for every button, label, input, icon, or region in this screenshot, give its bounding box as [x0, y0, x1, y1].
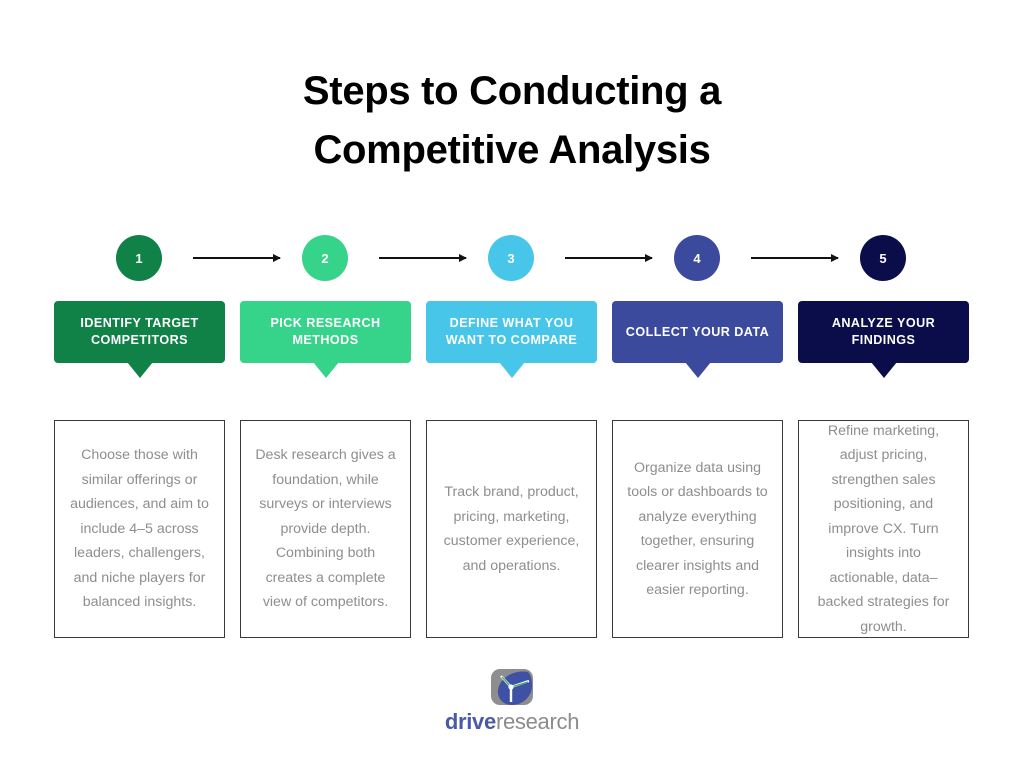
- step-description-text-1: Choose those with similar offerings or a…: [70, 447, 209, 611]
- step-description-card-5: Refine marketing, adjust pricing, streng…: [798, 420, 969, 638]
- step-header-label-2: PICK RESEARCH METHODS: [270, 316, 381, 347]
- arrow-right-icon-2: [379, 254, 467, 262]
- banner-tail-2: [312, 362, 339, 378]
- arrow-shaft-3: [565, 257, 652, 259]
- banner-tail-3: [498, 362, 525, 378]
- step-header-label-3: DEFINE WHAT YOU WANT TO COMPARE: [445, 316, 578, 347]
- brand-logo-wordmark: driveresearch: [0, 710, 1024, 734]
- arrow-right-icon-4: [751, 254, 839, 262]
- step-header-banner-2: PICK RESEARCH METHODS: [240, 301, 411, 378]
- step-number-circle-2: 2: [302, 235, 348, 281]
- step-number-label-5: 5: [879, 250, 887, 266]
- step-number-circle-3: 3: [488, 235, 534, 281]
- step-number-label-2: 2: [321, 250, 329, 266]
- step-description-card-4: Organize data using tools or dashboards …: [612, 420, 783, 638]
- page-title: Steps to Conducting a Competitive Analys…: [0, 62, 1024, 180]
- step-header-banner-1: IDENTIFY TARGET COMPETITORS: [54, 301, 225, 378]
- brand-logo-drive-text: drive: [444, 709, 496, 734]
- step-number-circle-4: 4: [674, 235, 720, 281]
- step-description-card-3: Track brand, product, pricing, marketing…: [426, 420, 597, 638]
- step-header-banner-3: DEFINE WHAT YOU WANT TO COMPARE: [426, 301, 597, 378]
- banner-tail-5: [870, 362, 897, 378]
- step-number-label-4: 4: [693, 250, 701, 266]
- step-header-label-1: IDENTIFY TARGET COMPETITORS: [80, 316, 199, 347]
- step-rail: 1 2 3 4 5: [54, 235, 970, 281]
- arrow-shaft-4: [751, 257, 838, 259]
- banner-tail-4: [684, 362, 711, 378]
- arrow-head-2: [459, 254, 467, 262]
- arrow-shaft-1: [193, 257, 280, 259]
- arrow-right-icon-3: [565, 254, 653, 262]
- arrow-shaft-2: [379, 257, 466, 259]
- step-header-label-4: COLLECT YOUR DATA: [625, 324, 770, 339]
- step-number-label-3: 3: [507, 250, 515, 266]
- title-line-1: Steps to Conducting a: [302, 69, 722, 113]
- step-number-label-1: 1: [135, 250, 143, 266]
- drive-research-logo-icon: [491, 669, 533, 705]
- step-description-text-4: Organize data using tools or dashboards …: [627, 459, 768, 599]
- brand-logo: driveresearch: [0, 666, 1024, 734]
- step-description-text-2: Desk research gives a foundation, while …: [255, 447, 396, 611]
- step-number-circle-5: 5: [860, 235, 906, 281]
- step-description-card-1: Choose those with similar offerings or a…: [54, 420, 225, 638]
- arrow-head-4: [831, 254, 839, 262]
- step-number-circle-1: 1: [116, 235, 162, 281]
- banner-tail-1: [126, 362, 153, 378]
- arrow-head-3: [645, 254, 653, 262]
- title-line-2: Competitive Analysis: [313, 128, 711, 172]
- brand-logo-research-text: research: [495, 709, 580, 734]
- step-description-card-2: Desk research gives a foundation, while …: [240, 420, 411, 638]
- step-description-text-5: Refine marketing, adjust pricing, streng…: [817, 422, 950, 635]
- arrow-right-icon-1: [193, 254, 281, 262]
- arrow-head-1: [273, 254, 281, 262]
- step-header-banner-4: COLLECT YOUR DATA: [612, 301, 783, 378]
- step-description-text-3: Track brand, product, pricing, marketing…: [443, 484, 580, 574]
- step-header-banner-5: ANALYZE YOUR FINDINGS: [798, 301, 969, 378]
- step-header-label-5: ANALYZE YOUR FINDINGS: [831, 316, 936, 347]
